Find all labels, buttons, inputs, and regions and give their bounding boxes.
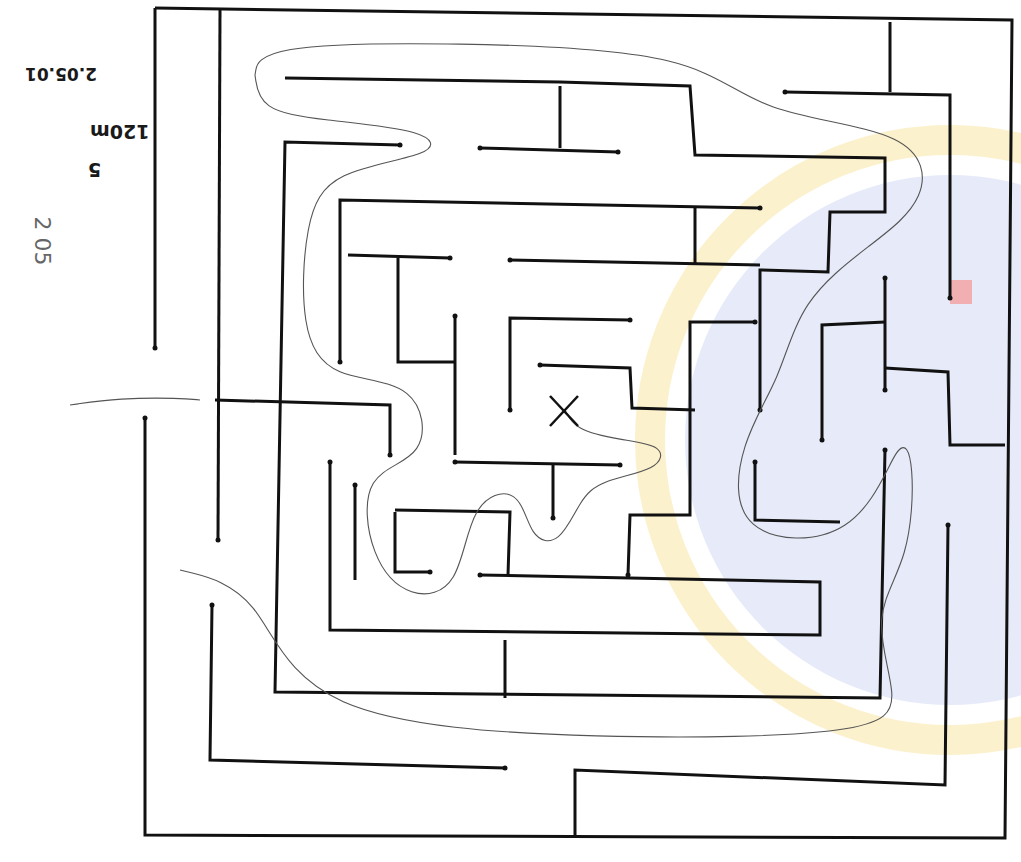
maze-wall (822, 322, 885, 440)
maze-wall (575, 525, 948, 838)
wall-end (753, 320, 758, 325)
wall-end (618, 463, 623, 468)
maze-wall (455, 462, 620, 465)
wall-end (883, 388, 888, 393)
maze-wall (275, 142, 885, 698)
wall-end (353, 483, 358, 488)
wall-end (758, 206, 763, 211)
pencil-line (70, 398, 200, 405)
maze-wall (395, 510, 510, 575)
maze-wall (885, 368, 1005, 445)
maze-wall (628, 322, 755, 575)
handwritten-note: 2 05 (31, 217, 53, 266)
maze-wall (398, 258, 455, 362)
wall-end (948, 296, 953, 301)
maze-wall (540, 365, 695, 410)
wall-end (210, 603, 215, 608)
wall-end (946, 523, 951, 528)
wall-end (338, 360, 343, 365)
wall-ends (143, 90, 953, 771)
maze-wall (215, 400, 390, 455)
maze-wall (145, 8, 1012, 838)
maze-wall (354, 485, 357, 580)
wall-end (753, 460, 758, 465)
maze-wall (755, 462, 840, 522)
maze-wall (154, 8, 157, 348)
wall-end (388, 453, 393, 458)
wall-end (508, 258, 513, 263)
scan-label: 2.05.01 (25, 65, 97, 82)
wall-end (503, 766, 508, 771)
maze-wall (480, 148, 618, 152)
maze-wall (330, 462, 820, 635)
maze-wall (285, 78, 885, 410)
wall-end (626, 573, 631, 578)
maze-walls (145, 8, 1012, 838)
maze-wall (454, 316, 457, 455)
wall-end (883, 448, 888, 453)
wall-end (883, 276, 888, 281)
wall-end (153, 346, 158, 351)
watermark (650, 140, 1021, 740)
wall-end (783, 90, 788, 95)
wall-end (551, 516, 556, 521)
pencil-line (255, 75, 661, 594)
wall-end (628, 318, 633, 323)
maze-wall (884, 278, 887, 390)
maze-wall (348, 255, 450, 258)
maze-wall (340, 200, 760, 362)
wall-end (428, 570, 433, 575)
maze-wall (559, 86, 562, 148)
wall-end (453, 314, 458, 319)
wall-end (508, 408, 513, 413)
wall-end (398, 143, 403, 148)
wall-end (538, 363, 543, 368)
maze-wall (218, 10, 220, 540)
maze-wall (395, 512, 430, 572)
wall-end (820, 438, 825, 443)
wall-end (143, 416, 148, 421)
maze-wall (552, 465, 555, 518)
maze-wall (785, 92, 950, 298)
wall-end (448, 256, 453, 261)
maze-wall (510, 318, 630, 410)
wall-end (328, 460, 333, 465)
wall-end (216, 538, 221, 543)
wall-end (616, 150, 621, 155)
scan-label: 5 (88, 160, 101, 179)
wall-end (453, 460, 458, 465)
maze-wall (504, 640, 507, 698)
wall-end (478, 146, 483, 151)
wall-end (478, 573, 483, 578)
maze-wall (510, 260, 760, 265)
pencil-line (180, 44, 922, 737)
scan-label: 120m (90, 122, 149, 141)
pencil-path (70, 44, 922, 737)
goal-cross (550, 396, 578, 426)
maze-wall (889, 22, 892, 92)
maze-wall (694, 208, 697, 265)
